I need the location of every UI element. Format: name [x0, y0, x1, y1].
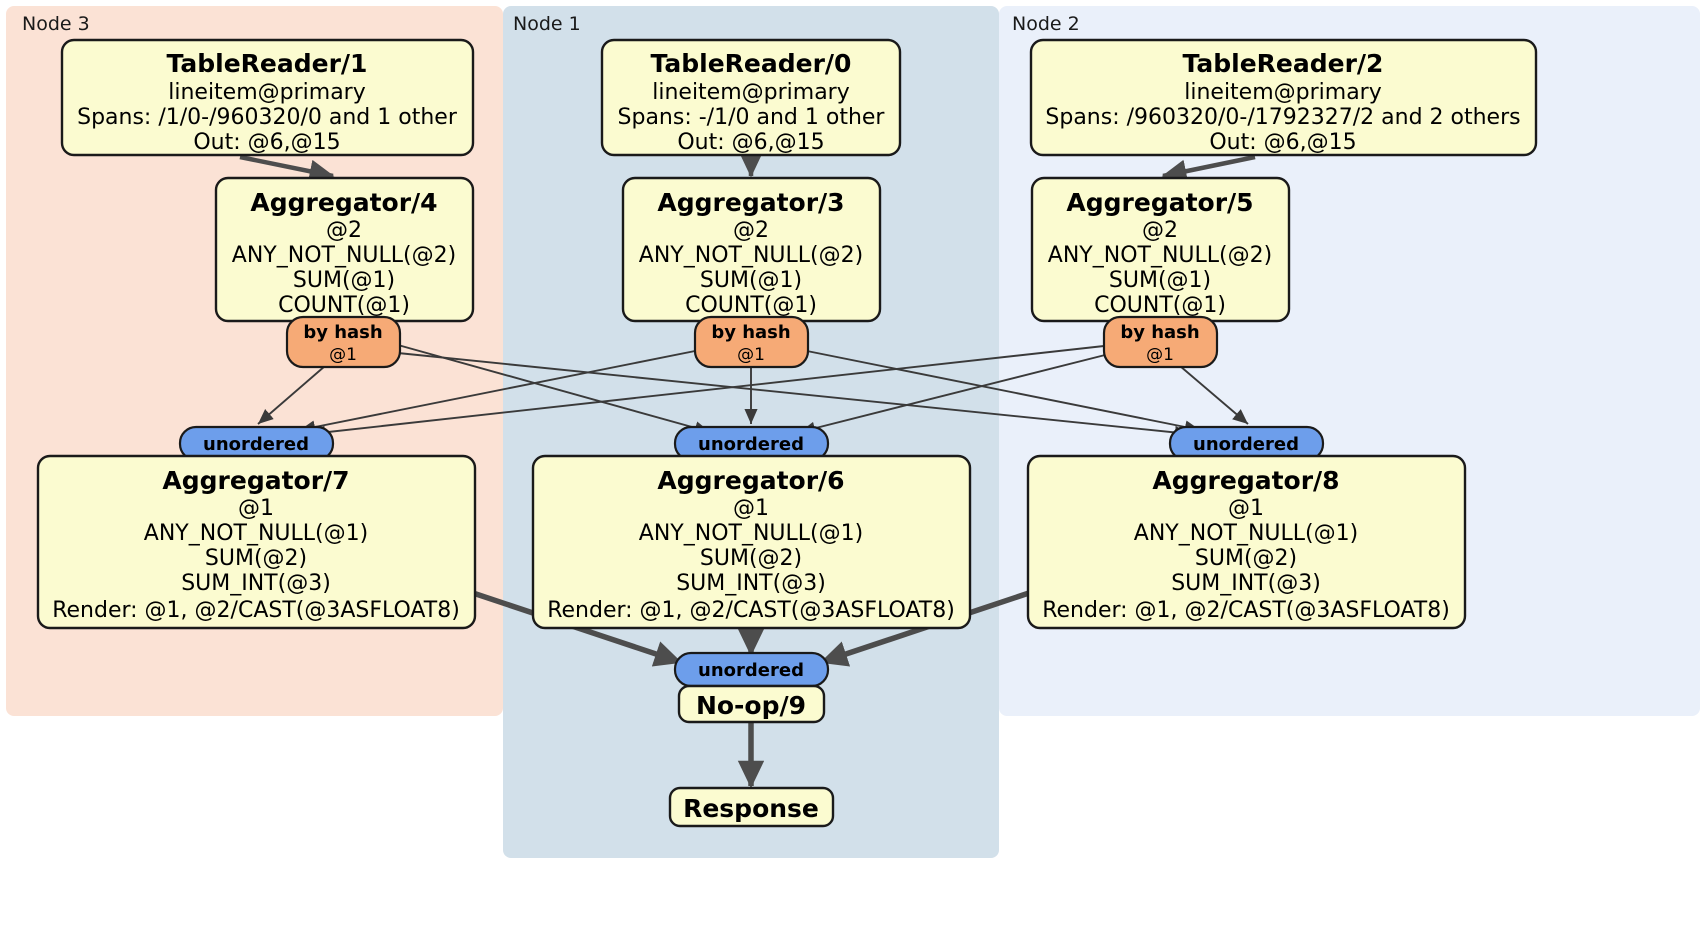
tablereader-1-line-0: lineitem@primary: [168, 80, 366, 105]
aggregator-8-line-1: ANY_NOT_NULL(@1): [1134, 521, 1358, 546]
response-title: Response: [683, 794, 819, 823]
router-by-hash-right[interactable]: by hash @1: [1102, 315, 1219, 369]
box-noop-9[interactable]: No-op/9: [677, 684, 826, 724]
tablereader-0-line-0: lineitem@primary: [652, 80, 850, 105]
aggregator-6-line-1: ANY_NOT_NULL(@1): [639, 521, 863, 546]
aggregator-8-line-3: SUM_INT(@3): [1171, 571, 1321, 596]
box-aggregator-8[interactable]: Aggregator/8 @1 ANY_NOT_NULL(@1) SUM(@2)…: [1026, 454, 1467, 630]
router-by-hash-left-label: by hash: [303, 322, 382, 343]
edge-hash-left-to-unordered-left: [257, 365, 326, 425]
aggregator-6-line-3: SUM_INT(@3): [676, 571, 826, 596]
box-tablereader-0[interactable]: TableReader/0 lineitem@primary Spans: -/…: [600, 38, 902, 157]
router-by-hash-mid-sub: @1: [737, 345, 765, 365]
aggregator-4-line-3: COUNT(@1): [278, 293, 410, 318]
edge-hash-mid-to-unordered-left: [299, 348, 706, 434]
aggregator-6-title: Aggregator/6: [657, 466, 844, 495]
router-by-hash-right-sub: @1: [1146, 345, 1174, 365]
box-response[interactable]: Response: [668, 786, 835, 828]
aggregator-8-line-2: SUM(@2): [1195, 546, 1297, 571]
aggregator-5-title: Aggregator/5: [1066, 188, 1253, 217]
router-by-hash-left[interactable]: by hash @1: [285, 315, 402, 369]
noop-9-title: No-op/9: [696, 691, 806, 720]
tablereader-1-line-2: Out: @6,@15: [193, 130, 340, 155]
aggregator-7-line-2: SUM(@2): [205, 546, 307, 571]
router-unordered-final-label: unordered: [698, 660, 804, 681]
tablereader-1-line-1: Spans: /1/0-/960320/0 and 1 other: [77, 105, 458, 130]
aggregator-6-line-0: @1: [733, 496, 769, 521]
panel-label-node-2: Node 2: [1012, 13, 1080, 35]
edge-hash-left-to-unordered-mid: [397, 344, 711, 435]
tablereader-0-line-1: Spans: -/1/0 and 1 other: [618, 105, 886, 130]
router-unordered-left-label: unordered: [203, 434, 309, 455]
router-unordered-mid-label: unordered: [698, 434, 804, 455]
panel-label-node-1: Node 1: [513, 13, 581, 35]
aggregator-7-title: Aggregator/7: [162, 466, 349, 495]
tablereader-2-title: TableReader/2: [1183, 49, 1384, 78]
edges-hash-crossbar: [257, 344, 1249, 440]
aggregator-5-line-2: SUM(@1): [1109, 268, 1211, 293]
tablereader-2-line-2: Out: @6,@15: [1209, 130, 1356, 155]
tablereader-2-line-0: lineitem@primary: [1184, 80, 1382, 105]
box-tablereader-1[interactable]: TableReader/1 lineitem@primary Spans: /1…: [60, 38, 475, 157]
aggregator-6-line-2: SUM(@2): [700, 546, 802, 571]
box-aggregator-4[interactable]: Aggregator/4 @2 ANY_NOT_NULL(@2) SUM(@1)…: [214, 176, 475, 323]
router-unordered-right-label: unordered: [1193, 434, 1299, 455]
aggregator-8-line-4: Render: @1, @2/CAST(@3ASFLOAT8): [1042, 598, 1450, 623]
router-by-hash-mid[interactable]: by hash @1: [693, 315, 810, 369]
box-aggregator-5[interactable]: Aggregator/5 @2 ANY_NOT_NULL(@2) SUM(@1)…: [1030, 176, 1291, 323]
aggregator-6-line-4: Render: @1, @2/CAST(@3ASFLOAT8): [547, 598, 955, 623]
aggregator-4-line-2: SUM(@1): [293, 268, 395, 293]
panel-label-node-3: Node 3: [22, 13, 90, 35]
edge-hash-right-to-unordered-mid: [799, 352, 1114, 435]
aggregator-3-line-3: COUNT(@1): [685, 293, 817, 318]
router-by-hash-mid-label: by hash: [711, 322, 790, 343]
aggregator-3-line-1: ANY_NOT_NULL(@2): [639, 243, 863, 268]
tablereader-1-title: TableReader/1: [167, 49, 368, 78]
aggregator-8-title: Aggregator/8: [1152, 466, 1339, 495]
edge-hash-mid-to-unordered-right: [796, 348, 1201, 434]
tablereader-0-line-2: Out: @6,@15: [677, 130, 824, 155]
edge-tr2-agg5: [1161, 154, 1256, 183]
aggregator-3-line-2: SUM(@1): [700, 268, 802, 293]
aggregator-3-line-0: @2: [733, 218, 769, 243]
edge-hash-right-to-unordered-left: [309, 344, 1114, 439]
router-unordered-final[interactable]: unordered: [673, 651, 830, 688]
aggregator-3-title: Aggregator/3: [657, 188, 844, 217]
router-by-hash-left-sub: @1: [329, 345, 357, 365]
aggregator-5-line-1: ANY_NOT_NULL(@2): [1048, 243, 1272, 268]
aggregator-5-line-0: @2: [1142, 218, 1178, 243]
aggregator-7-line-1: ANY_NOT_NULL(@1): [144, 521, 368, 546]
router-unordered-left[interactable]: unordered: [178, 425, 335, 462]
edges-tablereader-to-aggregator: [239, 152, 1256, 183]
aggregator-7-line-0: @1: [238, 496, 274, 521]
aggregator-7-line-3: SUM_INT(@3): [181, 571, 331, 596]
router-unordered-right[interactable]: unordered: [1168, 425, 1325, 462]
router-by-hash-right-label: by hash: [1120, 322, 1199, 343]
aggregator-7-line-4: Render: @1, @2/CAST(@3ASFLOAT8): [52, 598, 460, 623]
aggregator-4-line-0: @2: [326, 218, 362, 243]
edge-tr1-agg4: [239, 154, 335, 183]
aggregator-8-line-0: @1: [1228, 496, 1264, 521]
edge-hash-right-to-unordered-right: [1179, 365, 1249, 425]
box-aggregator-7[interactable]: Aggregator/7 @1 ANY_NOT_NULL(@1) SUM(@2)…: [36, 454, 477, 630]
box-tablereader-2[interactable]: TableReader/2 lineitem@primary Spans: /9…: [1029, 38, 1538, 157]
box-aggregator-6[interactable]: Aggregator/6 @1 ANY_NOT_NULL(@1) SUM(@2)…: [531, 454, 972, 630]
aggregator-4-title: Aggregator/4: [250, 188, 437, 217]
box-aggregator-3[interactable]: Aggregator/3 @2 ANY_NOT_NULL(@2) SUM(@1)…: [621, 176, 882, 323]
tablereader-0-title: TableReader/0: [651, 49, 852, 78]
aggregator-5-line-3: COUNT(@1): [1094, 293, 1226, 318]
tablereader-2-line-1: Spans: /960320/0-/1792327/2 and 2 others: [1045, 105, 1520, 130]
aggregator-4-line-1: ANY_NOT_NULL(@2): [232, 243, 456, 268]
edge-hash-left-to-unordered-right: [397, 352, 1191, 440]
